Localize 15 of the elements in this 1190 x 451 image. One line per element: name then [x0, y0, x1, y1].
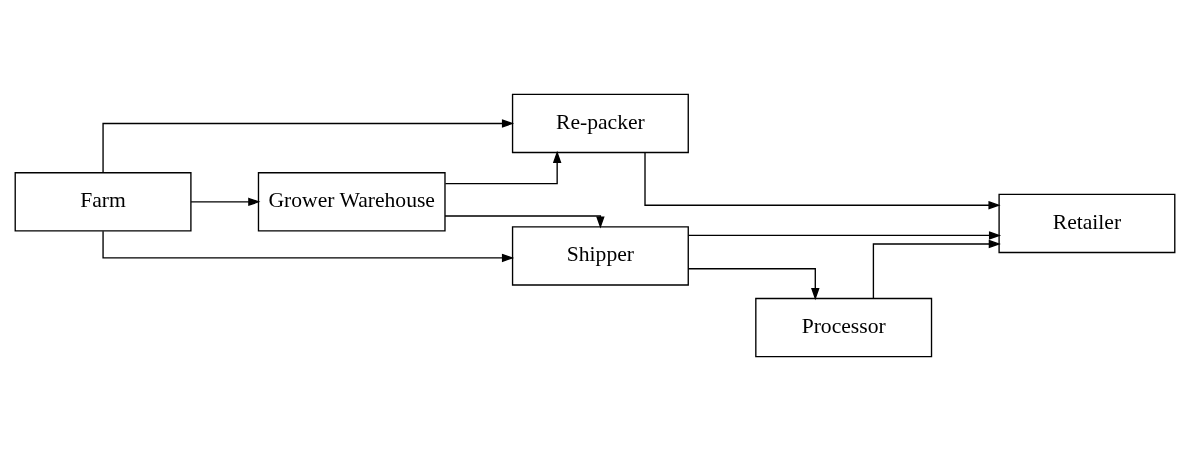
- arrow: [190, 197, 261, 207]
- node-box: Processor: [755, 297, 933, 358]
- node-box: Farm: [14, 172, 192, 232]
- node-box: Retailer: [998, 193, 1176, 254]
- arrow: [687, 268, 820, 301]
- arrow: [687, 231, 1002, 240]
- arrow: [444, 150, 562, 185]
- arrow: [444, 215, 605, 229]
- node-box: Grower Warehouse: [257, 172, 446, 232]
- arrow: [644, 151, 1001, 210]
- node-box: Re-packer: [511, 93, 689, 154]
- arrow: [102, 119, 515, 174]
- arrow: [102, 230, 515, 263]
- node-box: Shipper: [511, 226, 689, 286]
- arrow: [872, 239, 1001, 299]
